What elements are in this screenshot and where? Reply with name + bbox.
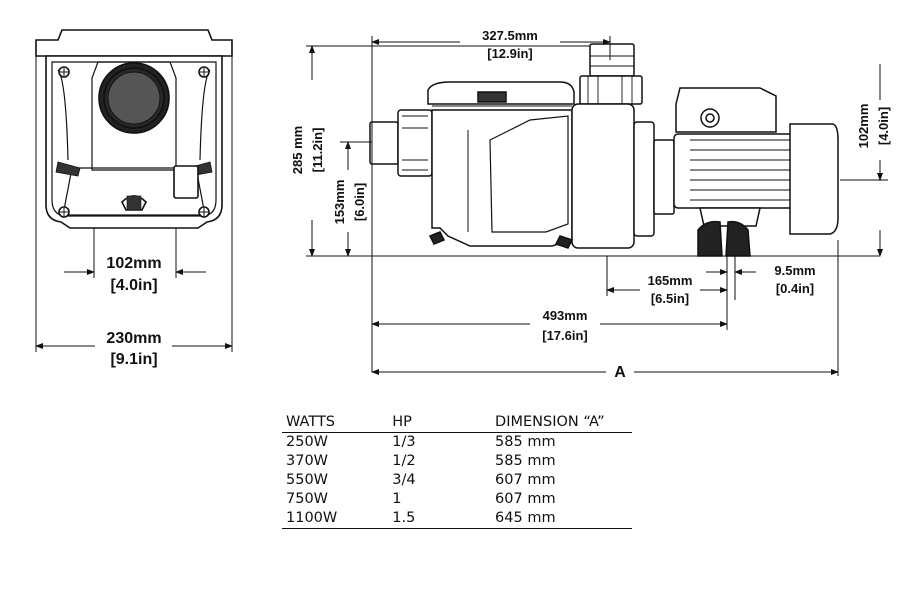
inlet-height-mm: 153mm xyxy=(332,180,347,225)
top-length-in: [12.9in] xyxy=(487,46,533,61)
overall-height-in: [11.2in] xyxy=(310,128,325,173)
foot-width-in: [0.4in] xyxy=(776,281,814,296)
side-view-dimensions xyxy=(306,36,888,376)
cell-dimension-a: 585 mm xyxy=(495,434,556,450)
cell-watts: 250W xyxy=(286,434,329,450)
cell-hp: 3/4 xyxy=(392,472,416,488)
header-dimension-a: DIMENSION “A” xyxy=(491,413,632,433)
cell-dimension-a: 645 mm xyxy=(491,509,632,529)
front-overall-width-mm: 230mm xyxy=(106,330,161,347)
front-view xyxy=(35,29,233,229)
base-length-mm: 493mm xyxy=(543,308,588,323)
foot-width-mm: 9.5mm xyxy=(774,263,815,278)
cell-dimension-a: 585 mm xyxy=(495,453,556,469)
cell-hp: 1/3 xyxy=(392,434,416,450)
dimension-spec-table: WATTS HP DIMENSION “A” 250W 1/3 585 mm 3… xyxy=(282,413,632,529)
front-inner-width-mm: 102mm xyxy=(106,255,161,272)
cell-watts: 1100W xyxy=(282,509,389,529)
side-view xyxy=(369,43,839,257)
cell-dimension-a: 607 mm xyxy=(495,472,556,488)
base-length-in: [17.6in] xyxy=(542,328,588,343)
motor-height-in: [4.0in] xyxy=(876,107,891,145)
cell-watts: 550W xyxy=(286,472,329,488)
table-row: 750W 1 607 mm xyxy=(282,490,632,509)
table-row: 1100W 1.5 645 mm xyxy=(282,509,632,529)
foot-spacing-mm: 165mm xyxy=(648,273,693,288)
table-header-row: WATTS HP DIMENSION “A” xyxy=(282,413,632,433)
foot-spacing-in: [6.5in] xyxy=(651,291,689,306)
table-row: 370W 1/2 585 mm xyxy=(282,452,632,471)
cell-hp: 1/2 xyxy=(392,453,416,469)
table-row: 250W 1/3 585 mm xyxy=(282,433,632,453)
inlet-height-in: [6.0in] xyxy=(352,183,367,221)
header-hp: HP xyxy=(388,413,492,433)
overall-length-label: A xyxy=(614,364,626,381)
front-inner-width-in: [4.0in] xyxy=(110,277,157,294)
cell-watts: 370W xyxy=(286,453,329,469)
cell-hp: 1.5 xyxy=(388,509,492,529)
front-overall-width-in: [9.1in] xyxy=(110,351,157,368)
header-watts: WATTS xyxy=(282,413,389,433)
cell-watts: 750W xyxy=(286,491,329,507)
cell-hp: 1 xyxy=(392,491,402,507)
motor-height-mm: 102mm xyxy=(856,104,871,149)
cell-dimension-a: 607 mm xyxy=(495,491,556,507)
overall-height-mm: 285 mm xyxy=(290,126,305,174)
front-view-dimensions xyxy=(35,56,233,352)
top-length-mm: 327.5mm xyxy=(482,28,538,43)
table-row: 550W 3/4 607 mm xyxy=(282,471,632,490)
